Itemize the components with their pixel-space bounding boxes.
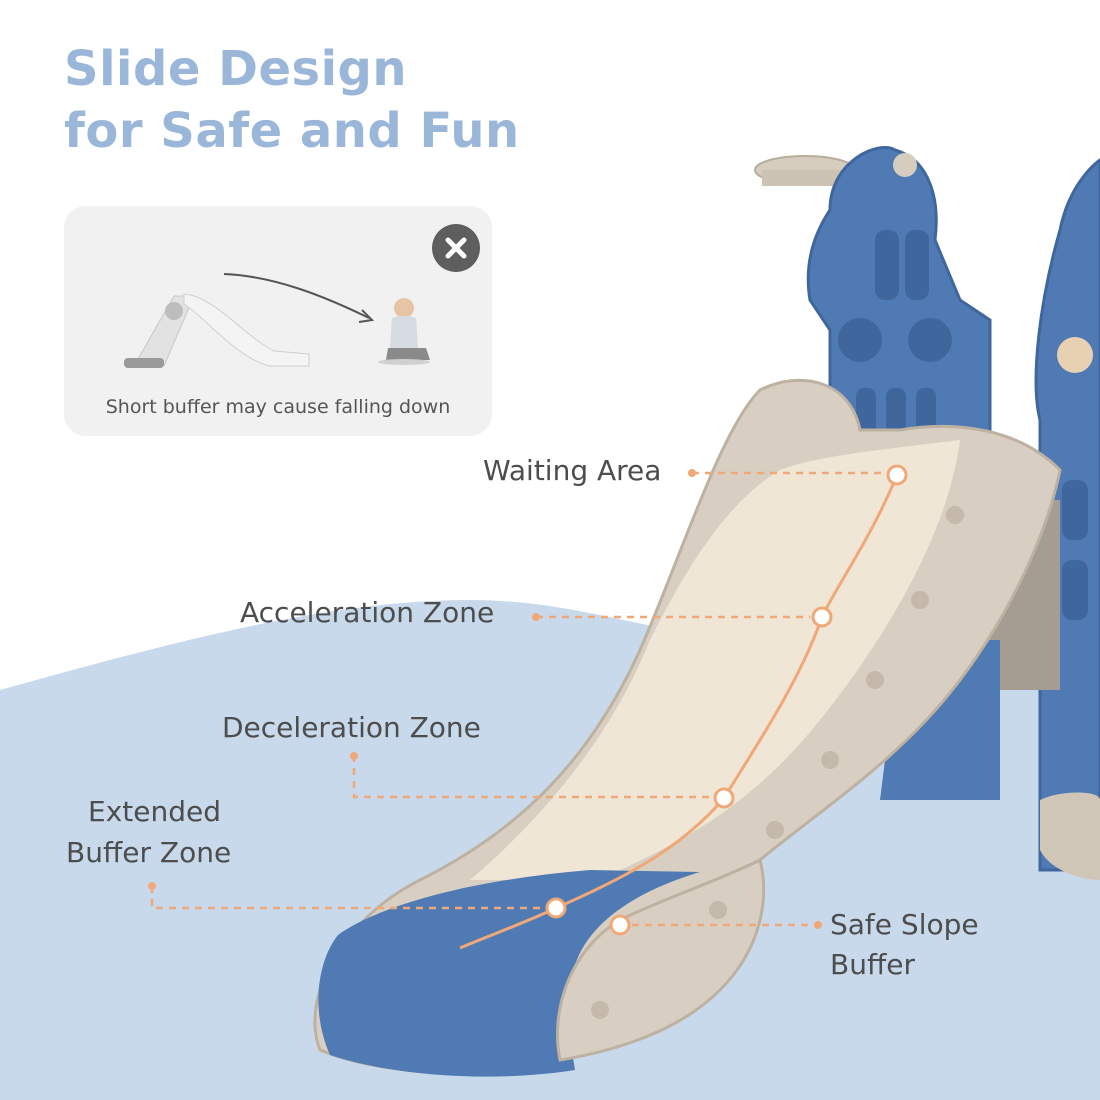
close-icon bbox=[432, 224, 480, 272]
title-line-2: for Safe and Fun bbox=[64, 103, 520, 159]
label-safe-slope-2: Buffer bbox=[830, 948, 915, 981]
label-extended-buffer-1: Extended bbox=[88, 795, 221, 828]
label-safe-slope-1: Safe Slope bbox=[830, 908, 979, 941]
label-extended-buffer-2: Buffer Zone bbox=[66, 836, 232, 869]
warning-caption: Short buffer may cause falling down bbox=[105, 396, 451, 418]
warning-card: Short buffer may cause falling down bbox=[64, 206, 492, 436]
label-acceleration-zone: Acceleration Zone bbox=[240, 596, 495, 629]
label-deceleration-zone: Deceleration Zone bbox=[222, 711, 481, 744]
short-slide-illustration bbox=[124, 273, 430, 368]
label-waiting-area: Waiting Area bbox=[483, 454, 662, 487]
title-line-1: Slide Design bbox=[64, 41, 408, 97]
page-title: Slide Design for Safe and Fun bbox=[64, 38, 520, 162]
